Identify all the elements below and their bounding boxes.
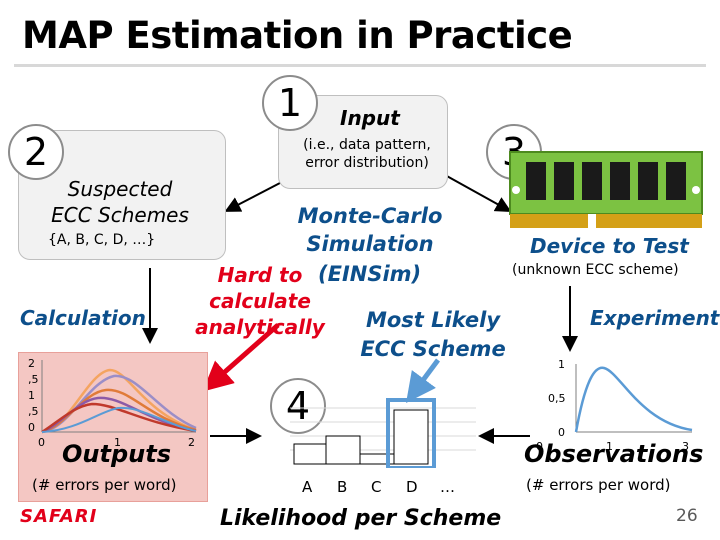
- outputs-chart: [18, 352, 206, 452]
- schemes-list: {A, B, C, D, …}: [48, 232, 155, 248]
- hard-to-calculate-label: Hard to calculate analytically: [190, 262, 330, 340]
- hard-line1: Hard to: [190, 262, 330, 288]
- outputs-y-tick: ,5: [28, 404, 39, 420]
- outputs-subtitle: (# errors per word): [32, 476, 177, 494]
- observations-y-tick: 0: [558, 426, 565, 439]
- hard-line2: calculate: [190, 288, 330, 314]
- outputs-title: Outputs: [62, 440, 171, 468]
- suspected-title: Suspected ECC Schemes: [40, 176, 200, 228]
- suspected-title-line2: ECC Schemes: [40, 202, 200, 228]
- calculation-label: Calculation: [20, 306, 146, 330]
- monte-carlo-line2: Simulation: [280, 230, 460, 258]
- step-2-badge: 2: [8, 124, 64, 180]
- input-title: Input: [340, 106, 400, 130]
- hard-line3: analytically: [190, 314, 330, 340]
- input-subtitle-line2: error distribution): [282, 154, 452, 172]
- likelihood-label-c: C: [371, 478, 381, 496]
- page-number: 26: [676, 506, 698, 526]
- suspected-title-line1: Suspected: [40, 176, 200, 202]
- outputs-y-ticks: 2 ,5 1 ,5 0: [28, 356, 39, 436]
- likelihood-bar-a: [294, 444, 326, 464]
- likelihood-label-b: B: [337, 478, 347, 496]
- outputs-x-tick: 2: [188, 436, 195, 449]
- outputs-x-tick: 0: [38, 436, 45, 449]
- likelihood-bar-b: [326, 436, 360, 464]
- most-likely-label: Most Likely ECC Scheme: [358, 306, 508, 364]
- likelihood-label-more: …: [440, 478, 455, 496]
- dram-module-icon: [508, 150, 704, 232]
- input-subtitle-line1: (i.e., data pattern,: [282, 136, 452, 154]
- outputs-y-tick: 1: [28, 388, 39, 404]
- observations-y-tick: 0,5: [548, 392, 566, 405]
- step-1-badge: 1: [262, 75, 318, 131]
- likelihood-title: Likelihood per Scheme: [220, 506, 501, 531]
- observations-subtitle: (# errors per word): [526, 476, 671, 494]
- likelihood-label-a: A: [302, 478, 312, 496]
- input-subtitle: (i.e., data pattern, error distribution): [282, 136, 452, 172]
- observations-title: Observations: [524, 440, 703, 468]
- most-likely-line2: ECC Scheme: [358, 335, 508, 364]
- observations-curve: [576, 368, 692, 432]
- experiment-label: Experiment: [590, 306, 719, 330]
- monte-carlo-label: Monte-Carlo Simulation: [280, 202, 460, 258]
- outputs-y-tick: 2: [28, 356, 39, 372]
- outputs-y-tick: 0: [28, 420, 39, 436]
- likelihood-chart: [290, 398, 476, 468]
- outputs-y-tick: ,5: [28, 372, 39, 388]
- likelihood-bar-d: [394, 410, 428, 464]
- most-likely-line1: Most Likely: [358, 306, 508, 335]
- observations-y-tick: 1: [558, 358, 565, 371]
- monte-carlo-line1: Monte-Carlo: [280, 202, 460, 230]
- einsim-label: (EINSim): [318, 262, 421, 286]
- device-subtitle: (unknown ECC scheme): [512, 262, 679, 278]
- safari-logo: SAFARI: [20, 506, 97, 527]
- likelihood-label-d: D: [406, 478, 418, 496]
- most-likely-arrow: [412, 360, 438, 395]
- device-title: Device to Test: [530, 234, 689, 258]
